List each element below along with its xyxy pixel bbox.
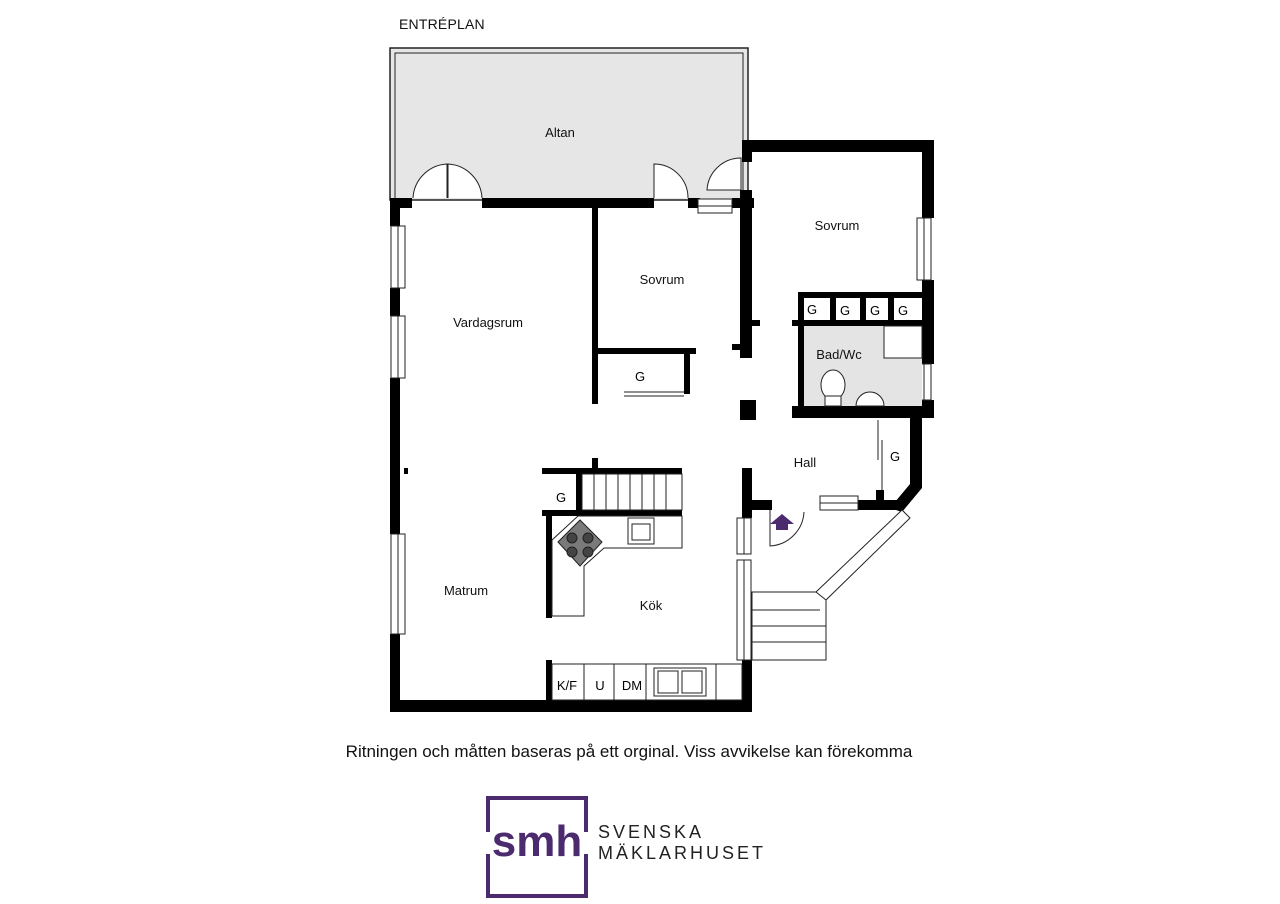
room-label-bad-wc: Bad/Wc [816,347,862,362]
logo-line-2: MÄKLARHUSET [598,843,767,863]
logo-mark: smh [486,796,588,898]
storage-label: G [635,369,645,384]
appliance-label-dm: DM [622,678,642,693]
staircase [581,473,683,511]
appliance-label-u: U [595,678,604,693]
logo-line-1: SVENSKA [598,822,705,842]
room-label-hall: Hall [794,455,817,470]
room-label-kok: Kök [640,598,663,613]
logo-mark-text: smh [492,817,582,866]
entrance [751,509,911,661]
room-label-matrum: Matrum [444,583,488,598]
closet-doors [624,391,883,490]
storage-label: G [840,303,850,318]
floor-plan: Altan Sovrum Sovrum Vardagsrum Bad/Wc Ha… [389,47,934,712]
entrance-arrow-icon [770,514,794,530]
floor-label: ENTRÉPLAN [399,16,485,32]
kitchen-counter [551,515,743,701]
windows [390,198,932,661]
logo-text: SVENSKA MÄKLARHUSET [598,822,766,864]
disclaimer: Ritningen och måtten baseras på ett orgi… [345,742,913,761]
storage-label: G [898,303,908,318]
bathroom [804,325,923,407]
room-label-vardagsrum: Vardagsrum [453,315,523,330]
storage-label: G [556,490,566,505]
storage-label: G [807,302,817,317]
storage-label: G [870,303,880,318]
room-label-sovrum-2: Sovrum [640,272,685,287]
room-label-altan: Altan [545,125,575,140]
storage-label: G [890,449,900,464]
room-label-sovrum-1: Sovrum [815,218,860,233]
terrace [389,47,749,201]
appliance-label-kf: K/F [557,678,577,693]
walls [390,140,934,712]
